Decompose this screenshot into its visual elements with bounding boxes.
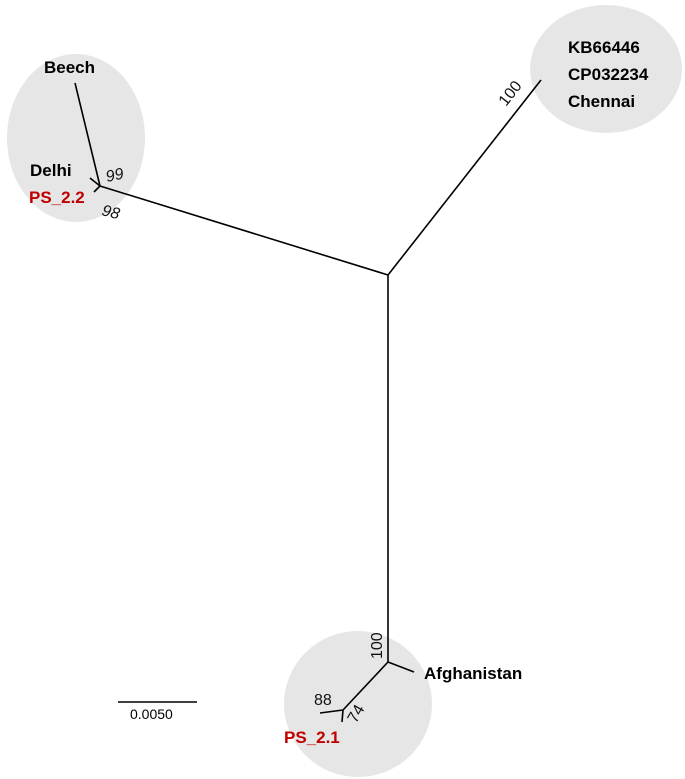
support-ps21-a: 88 xyxy=(314,692,332,709)
taxon-ps-2-2: PS_2.2 xyxy=(29,188,85,207)
taxon-ps-2-1: PS_2.1 xyxy=(284,728,340,747)
branch-center-to-left xyxy=(99,185,389,276)
branch-ps22 xyxy=(93,185,101,193)
taxon-cp032234: CP032234 xyxy=(568,65,649,84)
clade-highlight-beech-delhi xyxy=(7,54,145,222)
branch-to-ps21-node xyxy=(342,661,389,711)
support-ps21-b: 74 xyxy=(345,702,369,726)
support-afghanistan-clade: 100 xyxy=(369,632,386,659)
support-delhi-ps22: 98 xyxy=(100,202,121,223)
taxon-chennai: Chennai xyxy=(568,92,635,111)
branch-afghanistan xyxy=(387,661,415,673)
taxon-beech: Beech xyxy=(44,58,95,77)
taxon-delhi: Delhi xyxy=(30,161,72,180)
taxon-afghanistan: Afghanistan xyxy=(424,664,522,683)
clade-highlight-chennai xyxy=(530,5,682,133)
clade-highlight-afghanistan xyxy=(284,631,432,777)
scale-bar-label: 0.0050 xyxy=(130,706,173,722)
branch-ps21-a xyxy=(319,709,344,714)
branch-center-to-topright xyxy=(387,79,542,276)
branch-ps21-b xyxy=(341,709,344,723)
branch-beech xyxy=(74,82,101,187)
taxon-kb66446: KB66446 xyxy=(568,38,640,57)
support-beech-delhi: 99 xyxy=(104,166,125,186)
branch-delhi xyxy=(89,177,101,187)
